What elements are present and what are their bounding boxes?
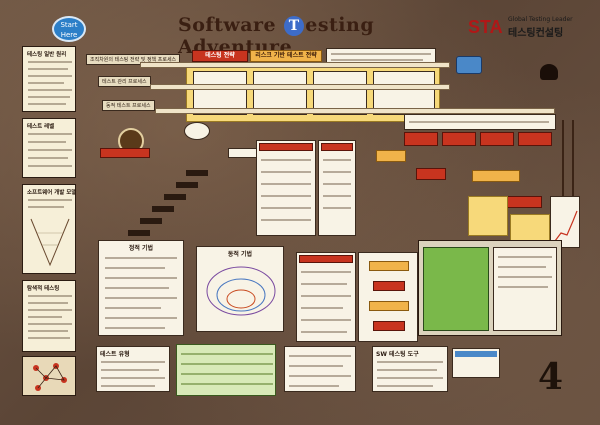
t-gear-icon: T [284, 16, 305, 36]
flow-box-3 [472, 170, 520, 182]
red-step-1 [404, 132, 438, 146]
corner-marker: 4 [538, 356, 564, 398]
open-door-bubble [184, 122, 210, 140]
panel-dynamic-techniques: 동적 기법 [196, 246, 284, 332]
entrance-sign [100, 148, 150, 158]
flow-box-2 [416, 168, 446, 180]
puzzle-box-2 [510, 214, 550, 244]
pipe-dyn [155, 108, 555, 114]
staircase [128, 170, 208, 236]
red-step-2 [442, 132, 476, 146]
box-risk-strategy: 리스크 기반 테스트 전략 [250, 50, 322, 62]
label-dyn-process: 동적 테스트 프로세스 [102, 100, 155, 111]
here-label: Here [60, 31, 78, 39]
label-mgmt-process: 테스트 관리 프로세스 [98, 76, 151, 87]
flow-box-1 [376, 150, 406, 162]
pipe-mgmt [150, 84, 450, 90]
panel-exploratory: 탐색적 테스팅 [22, 280, 76, 352]
company-logo: STA Global Testing Leader 테스팅컨설팅 [468, 16, 586, 39]
coverage-ellipses [206, 266, 276, 316]
strategy-board [186, 64, 440, 122]
panel-static-techniques: 정적 기법 [98, 240, 184, 336]
panel-test-basis [296, 252, 356, 342]
panel-test-types: 테스트 유형 [96, 346, 170, 392]
panel-left-bottom [22, 356, 76, 396]
footer-note [20, 402, 580, 412]
flow-box-4 [506, 196, 542, 208]
logo-tagline: Global Testing Leader [508, 16, 573, 23]
pipe-org [140, 62, 450, 68]
panel-test-design [284, 346, 356, 392]
box-strategy: 테스팅 전략 [192, 50, 248, 62]
reporting-badge [456, 56, 482, 74]
puzzle-box-1 [468, 196, 508, 236]
network-diagram [33, 363, 67, 391]
panel-test-levels: 테스트 레벨 [22, 118, 76, 178]
red-step-3 [480, 132, 514, 146]
start-label: Start [60, 21, 78, 29]
tool-screenshot [452, 348, 500, 378]
start-here-badge[interactable]: Start Here [52, 16, 86, 42]
red-step-4 [518, 132, 552, 146]
panel-green-grid [176, 344, 276, 396]
panel-testing-principles: 테스팅 일반 원리 [22, 46, 76, 112]
ladder [560, 120, 576, 230]
table-left [256, 140, 316, 236]
label-org-process: 조직차원의 테스팅 전략 및 정책 프로세스 [86, 54, 181, 65]
panel-sw-tools: SW 테스팅 도구 [372, 346, 448, 392]
logo-mark: STA [468, 17, 503, 37]
table-right [318, 140, 356, 236]
company-name: 테스팅컨설팅 [508, 28, 564, 39]
v-model-diagram [30, 218, 70, 267]
panel-dev-model: 소프트웨어 개발 모델 [22, 184, 76, 274]
panel-dashboard [418, 240, 562, 336]
silhouette-icon [540, 64, 558, 80]
process-header [404, 114, 556, 130]
panel-flowchart [358, 252, 418, 342]
side-chart [550, 196, 580, 248]
